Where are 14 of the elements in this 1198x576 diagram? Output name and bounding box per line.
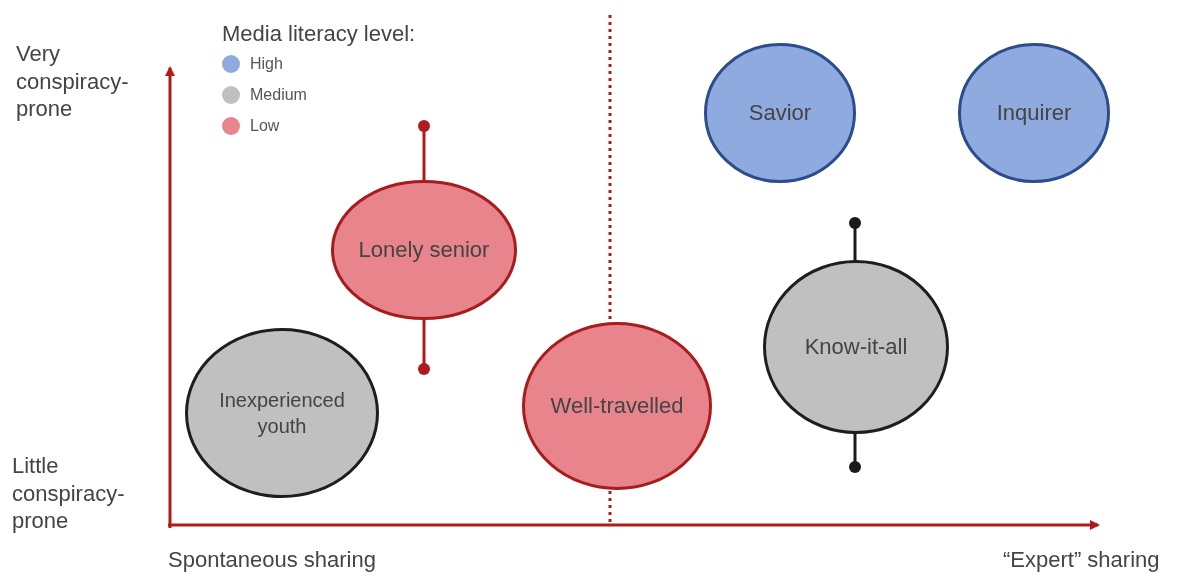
legend-label: Low — [250, 117, 280, 135]
legend-title: Media literacy level: — [222, 20, 417, 48]
legend-label: High — [250, 55, 283, 73]
node-label: Inexperienced youth — [218, 388, 346, 439]
axis-label: “Expert” sharing — [1003, 546, 1161, 574]
legend-label: Medium — [250, 86, 307, 104]
axis-label: Very conspiracy-prone — [16, 40, 130, 123]
axis-label: Little conspiracy-prone — [12, 452, 126, 535]
node-label: Lonely senior — [358, 235, 490, 264]
axis-label: Spontaneous sharing — [168, 546, 377, 574]
node-label: Well-travelled — [550, 391, 684, 420]
node-label: Savior — [748, 98, 812, 127]
node-label: Know-it-all — [804, 332, 908, 361]
node-label: Inquirer — [996, 98, 1072, 127]
